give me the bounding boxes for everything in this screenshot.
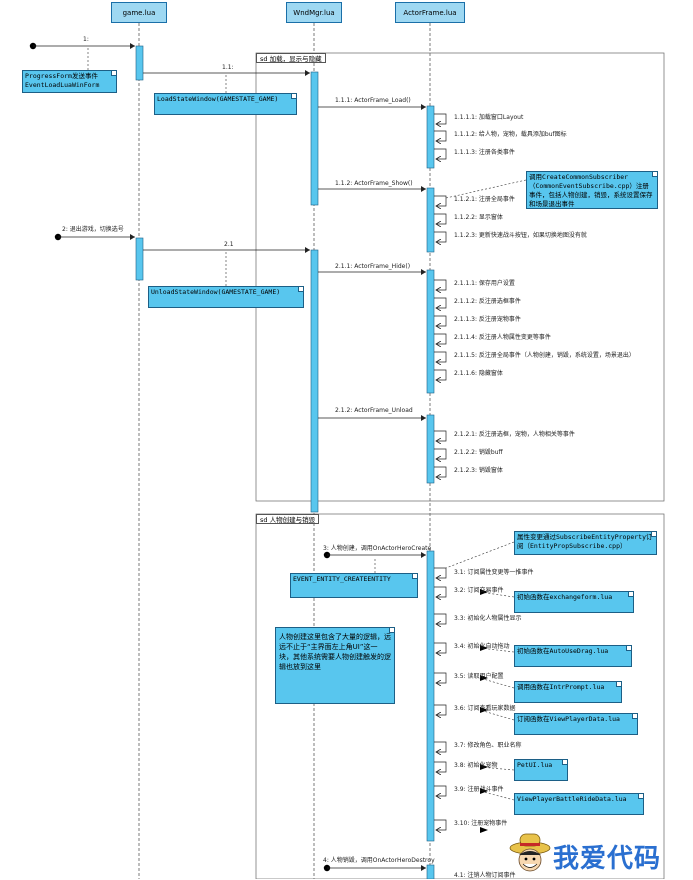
frame-title-load: sd 加载，显示与隐藏: [256, 53, 326, 63]
self-call-32: [434, 586, 447, 597]
label-m211: 2.1.1: ActorFrame_Hide(): [335, 263, 411, 270]
self-call-2112: [434, 297, 447, 308]
label-m2: 2: 退出游戏，切换选号: [62, 226, 124, 233]
self-call-39: [434, 785, 447, 796]
frame-create: [255, 513, 665, 879]
label-m39: 3.9: 注册战斗事件: [454, 786, 504, 793]
note-intrprompt: 调用函数在IntrPrompt.lua: [514, 681, 622, 703]
label-m21: 2.1: [224, 241, 234, 248]
activation-actor-2: [426, 187, 435, 253]
label-m2113: 2.1.1.3: 反注册宠物事件: [454, 316, 521, 323]
label-m1123: 1.1.2.3: 更新快速战斗按钮，如果切换地图没有就: [454, 232, 587, 239]
self-call-310: [434, 819, 447, 830]
label-m2112: 2.1.1.2: 反注册选框事件: [454, 298, 521, 305]
note-entity-prop: 属性变更通过SubscribeEntityProperty订阅（EntityPr…: [514, 531, 657, 555]
label-m1112: 1.1.1.2: 给人物，宠物，载具添加buf图标: [454, 131, 567, 138]
activation-actor-6: [426, 864, 435, 879]
note-progress: ProgressForm发送事件EventLoadLuaWinForm: [22, 70, 117, 93]
self-call-36: [434, 704, 447, 715]
self-call-37: [434, 741, 447, 752]
lifeline-header-game: game.lua: [111, 2, 167, 23]
label-m37: 3.7: 修改角色、职业名称: [454, 742, 522, 749]
self-call-33: [434, 613, 447, 624]
label-m11: 1.1:: [222, 64, 234, 71]
activation-actor-1: [426, 105, 435, 169]
self-call-35: [434, 672, 447, 683]
note-load-state: LoadStateWindow(GAMESTATE_GAME): [154, 93, 297, 115]
lifeline-header-wndmgr: WndMgr.lua: [286, 2, 342, 23]
label-m2111: 2.1.1.1: 保存用户设置: [454, 280, 515, 287]
label-m2116: 2.1.1.6: 隐藏窗体: [454, 370, 503, 377]
note-common-subscriber: 调用CreateCommonSubscriber（CommonEventSubs…: [526, 171, 658, 209]
logo-text: 我爱代码: [553, 844, 662, 874]
frame-title-create: sd 人物创建与销毁: [256, 514, 320, 524]
label-m32: 3.2: 订阅交易事件: [454, 587, 504, 594]
self-call-2111: [434, 279, 447, 290]
note-unload-state: UnloadStateWindow(GAMESTATE_GAME): [148, 286, 304, 308]
connector-entity: [445, 541, 515, 569]
luffy-logo-icon: [509, 833, 551, 872]
activation-actor-4: [426, 414, 435, 484]
label-m1: 1:: [83, 36, 89, 43]
label-m1113: 1.1.1.3: 注册各类事件: [454, 149, 515, 156]
label-m2123: 2.1.2.3: 销毁窗体: [454, 467, 503, 474]
label-m2114: 2.1.1.4: 反注册人物属性变更等事件: [454, 334, 551, 341]
label-m1122: 1.1.2.2: 显示窗体: [454, 214, 503, 221]
label-m1111: 1.1.1.1: 加载窗口Layout: [454, 114, 524, 121]
label-m112: 1.1.2: ActorFrame_Show(): [335, 180, 413, 187]
self-call-1122: [434, 213, 447, 224]
label-m34: 3.4: 初始化自动拖动: [454, 643, 510, 650]
activation-game-1: [135, 45, 144, 81]
activation-actor-5: [426, 550, 435, 842]
note-autouse: 初始函数在AutoUseDrag.lua: [514, 645, 632, 667]
self-call-1113: [434, 148, 447, 159]
note-create-entity: EVENT_ENTITY_CREATEENTITY: [290, 573, 418, 598]
note-viewplayer: 订阅函数在ViewPlayerData.lua: [514, 713, 638, 735]
label-m38: 3.8: 初始化宠物: [454, 762, 498, 769]
connector-view: [479, 709, 515, 721]
self-call-1112: [434, 130, 447, 141]
frame-load: [255, 52, 665, 502]
self-call-34: [434, 642, 447, 653]
label-m33: 3.3: 初始化人物属性显示: [454, 615, 522, 622]
label-m310: 3.10: 注册宠物事件: [454, 820, 508, 827]
label-m3: 3: 人物创建，调用OnActorHeroCreate: [323, 545, 432, 552]
label-m1121: 1.1.2.1: 注册全局事件: [454, 196, 515, 203]
self-call-1121: [434, 195, 447, 206]
note-exchange: 初始函数在exchangeform.lua: [514, 591, 634, 613]
label-m31: 3.1: 订阅属性变更等一推事件: [454, 569, 534, 576]
label-m4: 4: 人物销毁，调用OnActorHeroDestroy: [323, 857, 435, 864]
self-call-2113: [434, 315, 447, 326]
self-call-2123: [434, 466, 447, 477]
connector-commonsub: [445, 179, 527, 199]
label-m41: 4.1: 注销人物订阅事件: [454, 872, 516, 879]
label-m36: 3.6: 订阅查看玩家数据: [454, 705, 516, 712]
activation-wndmgr-2: [310, 249, 319, 513]
self-call-2114: [434, 333, 447, 344]
note-battleride: ViewPlayerBattleRideData.lua: [514, 793, 644, 815]
self-call-1111: [434, 113, 447, 124]
connector-battle: [479, 790, 515, 801]
self-call-1123: [434, 231, 447, 242]
label-m212: 2.1.2: ActorFrame_Unload: [335, 407, 413, 414]
lifeline-header-actorframe: ActorFrame.lua: [395, 2, 465, 23]
self-call-2122: [434, 448, 447, 459]
self-call-2116: [434, 369, 447, 380]
label-m111: 1.1.1: ActorFrame_Load(): [335, 97, 411, 104]
note-petui: PetUI.lua: [514, 759, 568, 781]
connector-intr: [479, 677, 515, 689]
self-call-2121: [434, 430, 447, 441]
self-call-38: [434, 761, 447, 772]
self-call-2115: [434, 351, 447, 362]
note-big-logic: 人物创建这里包含了大量的逻辑，远远不止于“主界面左上角UI”这一块，其他系统需要…: [275, 627, 395, 704]
label-m2115: 2.1.1.5: 反注册全局事件（人物创建，销毁，系统设置，场景退出）: [454, 352, 635, 359]
label-m2121: 2.1.2.1: 反注册选框，宠物，人物相关等事件: [454, 431, 575, 438]
activation-wndmgr-1: [310, 71, 319, 206]
activation-game-2: [135, 237, 144, 281]
self-call-31: [434, 567, 447, 578]
label-m2122: 2.1.2.2: 销毁buff: [454, 449, 503, 456]
activation-actor-3: [426, 269, 435, 394]
label-m35: 3.5: 读取用户配置: [454, 673, 504, 680]
